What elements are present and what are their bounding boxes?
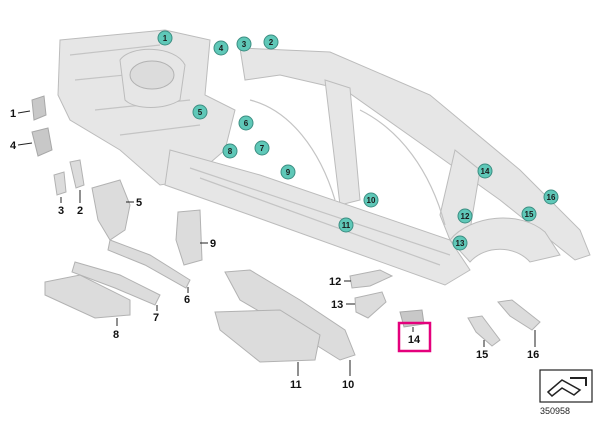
part-7 bbox=[71, 261, 161, 306]
part-9 bbox=[175, 209, 203, 266]
callout-label: 13 bbox=[331, 299, 343, 311]
marker-6: 6 bbox=[238, 115, 254, 131]
callout-11: 11 bbox=[290, 362, 302, 391]
part-11 bbox=[214, 309, 321, 363]
callout-10: 10 bbox=[342, 360, 354, 391]
marker-label: 2 bbox=[269, 38, 274, 47]
callout-12: 12 bbox=[329, 276, 351, 288]
part-2 bbox=[69, 159, 85, 189]
callout-4: 4 bbox=[10, 140, 33, 152]
reference-number: 350958 bbox=[540, 406, 570, 416]
callout-label: 12 bbox=[329, 276, 341, 288]
part-12 bbox=[349, 269, 394, 289]
part-3 bbox=[53, 171, 67, 196]
callout-label: 2 bbox=[77, 205, 83, 217]
marker-label: 9 bbox=[286, 168, 291, 177]
marker-label: 12 bbox=[461, 212, 470, 221]
marker-2: 2 bbox=[263, 34, 279, 50]
loose-parts bbox=[31, 95, 541, 363]
marker-label: 10 bbox=[367, 196, 376, 205]
marker-14: 14 bbox=[477, 163, 493, 179]
part-8 bbox=[44, 274, 131, 319]
callout-5: 5 bbox=[126, 197, 142, 209]
callout-label: 4 bbox=[10, 140, 17, 152]
callout-1: 1 bbox=[10, 108, 31, 120]
marker-1: 1 bbox=[157, 30, 173, 46]
marker-label: 5 bbox=[198, 108, 203, 117]
marker-label: 13 bbox=[456, 239, 465, 248]
marker-12: 12 bbox=[457, 208, 473, 224]
marker-label: 8 bbox=[228, 147, 233, 156]
marker-7: 7 bbox=[254, 140, 270, 156]
callout-label: 10 bbox=[342, 379, 354, 391]
callout-14-highlighted[interactable]: 14 bbox=[397, 321, 432, 353]
marker-9: 9 bbox=[280, 164, 296, 180]
orientation-arrow-icon bbox=[546, 379, 582, 398]
callout-label: 6 bbox=[184, 294, 190, 306]
marker-13: 13 bbox=[452, 235, 468, 251]
callout-label: 15 bbox=[476, 349, 488, 361]
callout-15: 15 bbox=[476, 340, 488, 361]
marker-label: 6 bbox=[244, 119, 249, 128]
callout-label: 3 bbox=[58, 205, 64, 217]
part-16 bbox=[497, 299, 541, 331]
callout-label: 11 bbox=[290, 379, 302, 391]
callout-label: 8 bbox=[113, 329, 119, 341]
marker-3: 3 bbox=[236, 36, 252, 52]
callout-2: 2 bbox=[77, 190, 83, 217]
body-frame bbox=[57, 29, 591, 286]
marker-label: 1 bbox=[163, 34, 168, 43]
part-4 bbox=[31, 127, 53, 157]
callout-label: 5 bbox=[136, 197, 142, 209]
marker-10: 10 bbox=[363, 192, 379, 208]
part-5 bbox=[91, 179, 131, 241]
marker-label: 3 bbox=[242, 40, 247, 49]
callout-6: 6 bbox=[184, 287, 190, 306]
part-13 bbox=[354, 291, 387, 319]
callout-13: 13 bbox=[331, 299, 355, 311]
callout-7: 7 bbox=[153, 305, 159, 324]
marker-8: 8 bbox=[222, 143, 238, 159]
callout-label: 1 bbox=[10, 108, 16, 120]
marker-label: 11 bbox=[342, 221, 351, 230]
callout-label: 14 bbox=[408, 334, 421, 346]
part-15 bbox=[467, 315, 501, 347]
callouts: 1 4 3 2 5 9 6 7 8 12 13 11 10 15 16 14 bbox=[10, 108, 539, 391]
part-6 bbox=[107, 239, 191, 289]
marker-11: 11 bbox=[338, 217, 354, 233]
marker-label: 7 bbox=[260, 144, 265, 153]
part-1 bbox=[31, 95, 47, 121]
marker-16: 16 bbox=[543, 189, 559, 205]
marker-15: 15 bbox=[521, 206, 537, 222]
callout-label: 16 bbox=[527, 349, 539, 361]
position-markers: 1 2 3 4 5 6 7 8 9 10 11 12 13 14 15 16 bbox=[157, 30, 559, 251]
callout-8: 8 bbox=[113, 318, 119, 341]
marker-label: 15 bbox=[525, 210, 534, 219]
marker-label: 4 bbox=[219, 44, 224, 53]
callout-3: 3 bbox=[58, 197, 64, 217]
callout-16: 16 bbox=[527, 330, 539, 361]
highlight-box bbox=[397, 321, 432, 353]
callout-9: 9 bbox=[200, 238, 216, 250]
callout-label: 7 bbox=[153, 312, 159, 324]
marker-5: 5 bbox=[192, 104, 208, 120]
corner-arrow-icon bbox=[570, 377, 587, 386]
callout-label: 9 bbox=[210, 238, 216, 250]
marker-label: 16 bbox=[547, 193, 556, 202]
marker-4: 4 bbox=[213, 40, 229, 56]
marker-label: 14 bbox=[481, 167, 490, 176]
reference-box: 350958 bbox=[539, 369, 593, 416]
part-14 bbox=[399, 309, 425, 328]
